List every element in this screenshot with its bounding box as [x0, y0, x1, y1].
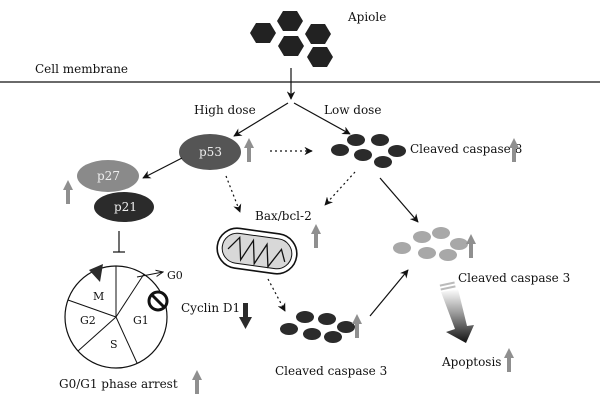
cell-membrane-label: Cell membrane [35, 62, 128, 76]
g2-phase-label: G2 [80, 314, 96, 327]
caspase3-bottom-cluster [280, 311, 355, 343]
s-phase-label: S [110, 338, 118, 351]
low-dose-label: Low dose [324, 103, 381, 117]
p53-label: p53 [199, 145, 222, 159]
bax-up-arrow-icon [311, 224, 321, 248]
apoptosis-up-arrow-icon [504, 348, 514, 372]
caspase8-cluster [331, 134, 406, 168]
high-dose-label: High dose [194, 103, 256, 117]
mito-to-caspase3-dotted-arrow [267, 278, 286, 312]
cyclin-d1-down-arrow-icon [239, 303, 252, 329]
p27-p21-up-arrow-icon [63, 180, 73, 204]
p27-label: p27 [97, 169, 120, 183]
apoptosis-label: Apoptosis [441, 355, 501, 369]
mitochondrion-icon [216, 227, 298, 275]
p53-node [179, 134, 241, 170]
caspase8-to-bax-dotted-arrow [324, 171, 356, 206]
cleaved-caspase-3-bottom-label: Cleaved caspase 3 [275, 364, 387, 378]
p27-node [77, 160, 139, 192]
cell-cycle-pointer-icon [89, 264, 103, 282]
high-dose-arrow [233, 102, 289, 137]
cleaved-caspase-3-right-label: Cleaved caspase 3 [458, 271, 570, 285]
p53-to-bax-dotted-arrow [225, 175, 242, 213]
p53-up-arrow-icon [244, 138, 254, 162]
p53-to-p27-arrow [142, 157, 183, 179]
m-phase-label: M [93, 290, 104, 303]
low-dose-arrow [293, 102, 351, 135]
p21-node [94, 192, 154, 222]
caspase3-right-cluster [393, 227, 468, 261]
apoptosis-arrow-icon [439, 281, 474, 343]
g0-exit-arrow [136, 272, 163, 278]
caspase8-to-caspase3-arrow [379, 177, 419, 223]
cyclin-d1-label: Cyclin D1 [181, 301, 240, 315]
caspase3-right-up-arrow-icon [466, 234, 476, 258]
prohibit-icon [147, 290, 169, 312]
apiole-molecules [250, 11, 333, 67]
bax-bcl2-label: Bax/bcl-2 [255, 209, 312, 223]
cell-cycle-diagram [64, 265, 168, 369]
g1-phase-label: G1 [133, 314, 149, 327]
phase-arrest-label: G0/G1 phase arrest [59, 377, 178, 391]
phase-arrest-up-arrow-icon [192, 370, 202, 394]
caspase3-bottom-up-arrow-icon [352, 314, 362, 338]
g0-label: G0 [167, 269, 183, 282]
p21-label: p21 [114, 200, 137, 214]
cleaved-caspase-8-label: Cleaved caspase 8 [410, 142, 522, 156]
apiole-label: Apiole [347, 10, 386, 24]
caspase3-bottom-to-right-arrow [369, 269, 409, 317]
caspase8-up-arrow-icon [509, 138, 519, 162]
